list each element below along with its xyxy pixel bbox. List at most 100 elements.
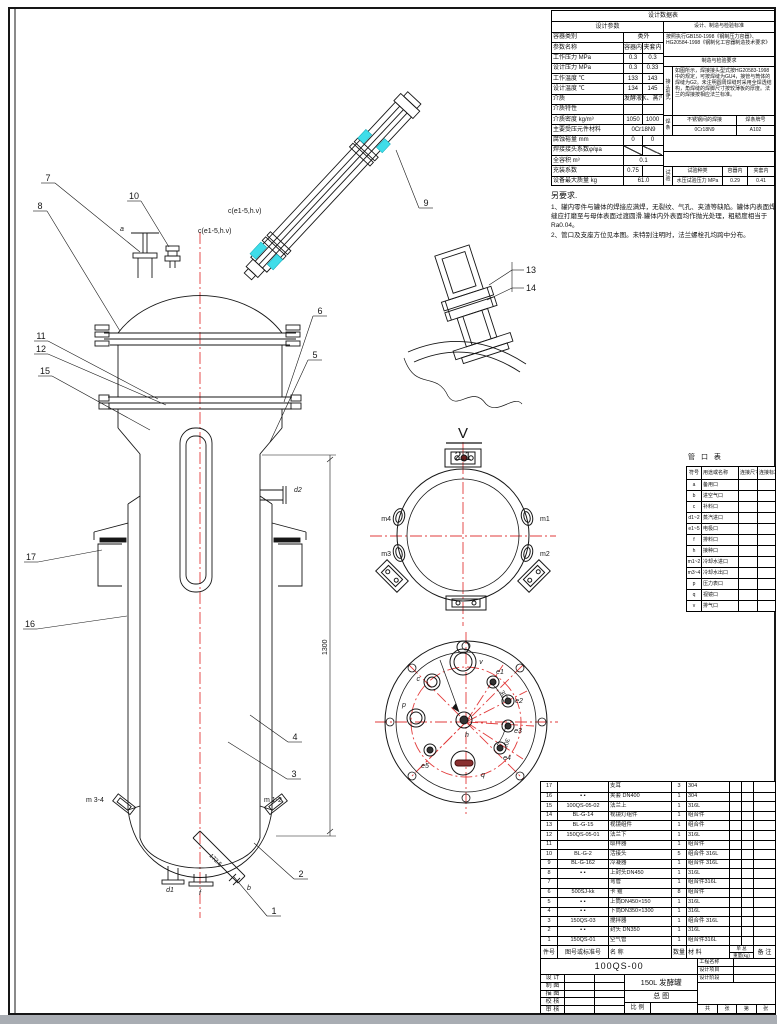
weld-header-2: 焊条牌号 [745, 116, 766, 123]
angle-label-1: 30° [498, 690, 508, 701]
bom-notes [754, 793, 775, 802]
nozzle-name: 冷却水出口 [702, 568, 739, 578]
param-label: 焊接接头系数φ/φa [552, 145, 624, 156]
test-value-2: 0.41 [756, 177, 766, 184]
port-label-h: h [465, 732, 469, 739]
param-value-vessel: 0.3 [624, 63, 643, 74]
nozzle-name: 视镜口 [702, 590, 739, 600]
bom-item-no: 8 [541, 869, 558, 878]
port-label-f: f [199, 890, 202, 897]
param-value-jacket [643, 166, 662, 175]
nozzle-standard [758, 480, 775, 490]
signature-date-cell [595, 1006, 624, 1013]
product-name: 150L 发酵罐 [625, 975, 698, 991]
port-label-e4: e4 [503, 755, 511, 762]
bom-unit-weight [730, 821, 742, 830]
mfg-header: 制造与检验要求 [664, 56, 774, 66]
bom-material: 316L [687, 869, 730, 878]
nozzle-standard [758, 524, 775, 534]
joint-side-label: 接头型式 [664, 67, 673, 115]
param-value-jacket: 0.3 [648, 55, 657, 62]
param-label: 充装系数 [552, 166, 624, 176]
bom-material: 304 [687, 792, 730, 802]
nozzle-symbol: f [687, 535, 702, 545]
param-value-vessel [624, 104, 643, 115]
bom-part-name: 支耳 [609, 782, 672, 792]
bom-qty: 1 [672, 898, 687, 907]
design-table-title: 设计数据表 [552, 11, 774, 22]
bom-part-name: 夹套 DN400 [609, 792, 672, 802]
signature-date-cell [595, 975, 624, 982]
bom-total-weight [742, 936, 754, 946]
project-info: 工程名称 设计项目 设计阶段 共 张 第 张 [698, 959, 775, 1013]
param-label: 设备最大质量 kg [552, 176, 624, 186]
design-param-row: 参数名称容器内夹套内 [552, 42, 663, 53]
param-value-vessel [624, 145, 643, 156]
design-param-row: 容器类别类外 [552, 32, 663, 43]
sheets-total-unit: 张 [718, 1005, 738, 1013]
bom-header-weight-top: 单 总 [730, 946, 753, 954]
signature-row: 设 计 [541, 975, 624, 982]
param-label: 介质特性 [552, 104, 624, 115]
bom-drawing-code: 100QS-05-02 [558, 802, 609, 811]
bom-material: 316L [687, 907, 730, 917]
param-label: 设计温度 ℃ [552, 84, 624, 94]
port-label-q: q [481, 772, 485, 779]
e-ports [423, 675, 515, 757]
callout-6: 6 [317, 306, 322, 316]
bom-qty: 1 [672, 936, 687, 946]
bom-drawing-code: ▪ ▪ [558, 869, 609, 878]
bom-drawing-code: BL-G-14 [558, 811, 609, 821]
bom-part-name: 上封头DN450 [609, 869, 672, 878]
bom-header-code: 图号或标准号 [558, 946, 609, 960]
bom-qty: 1 [672, 802, 687, 811]
standards-header: 设计、制造与检验标准 [693, 23, 744, 30]
nozzle-symbol: m1~2 [687, 557, 702, 567]
nozzle-name: 补料口 [702, 502, 739, 512]
test-side-label: 试验 [664, 167, 673, 186]
nozzle-size [739, 502, 758, 512]
bom-qty: 1 [672, 830, 687, 840]
bom-total-weight [742, 850, 754, 859]
bom-qty: 1 [672, 821, 687, 830]
callout-16: 16 [25, 619, 35, 629]
bom-unit-weight [730, 782, 742, 792]
bom-item-no: 2 [541, 926, 558, 936]
nozzle-size [739, 557, 758, 567]
bom-unit-weight [730, 859, 742, 869]
bom-part-name: 冷凝器 [609, 859, 672, 869]
signature-rows: 设 计制 图描 图校 核审 核 [541, 975, 625, 1013]
bom-item-no: 7 [541, 878, 558, 888]
nozzle-standard [758, 579, 775, 589]
role-label: 制 图 [541, 982, 565, 990]
bom-total-weight [742, 878, 754, 888]
signature-cell [565, 975, 595, 982]
bom-unit-weight [730, 878, 742, 888]
nozzle-size [739, 546, 758, 556]
param-value-vessel: 134 [624, 84, 643, 94]
bom-qty: 1 [672, 907, 687, 917]
bom-notes [754, 908, 775, 917]
callout-7: 7 [45, 173, 50, 183]
design-stage-label: 设计阶段 [698, 975, 735, 982]
bom-notes [754, 860, 775, 869]
bom-unit-weight [730, 917, 742, 926]
bom-part-name: 下筒DN350×1300 [609, 907, 672, 917]
bom-total-weight [742, 821, 754, 830]
weld-value-1: 0Cr18N9 [673, 126, 737, 135]
bom-header-row: 件号 图号或标准号 名 称 数量 材 料 单 总 重量(kg) 备 注 [541, 945, 775, 960]
condenser-assembly[interactable] [238, 88, 425, 286]
scale-label: 比 例 [625, 1003, 651, 1013]
test-row-label: 水压试验压力 MPa [673, 177, 723, 186]
bom-part-name: 搅拌器 [609, 917, 672, 926]
sheet-index-unit: 张 [763, 1005, 769, 1012]
bom-unit-weight [730, 850, 742, 859]
bom-total-weight [742, 811, 754, 821]
test-value-1: 0.29 [723, 177, 748, 186]
